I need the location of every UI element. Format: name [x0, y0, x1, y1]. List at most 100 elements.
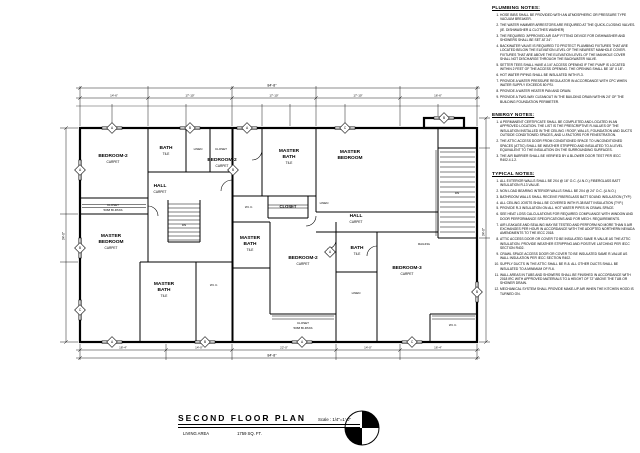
tag-letter: B	[189, 126, 191, 130]
room-label: CLOSET	[280, 204, 297, 209]
room-sub: TILE	[354, 252, 361, 256]
note-item: HOT WATER PIPING SHALL BE INSULATED WITH…	[500, 73, 636, 77]
tag-diamond: B	[199, 336, 211, 348]
room-sub: CARPET	[401, 272, 414, 276]
north-arrow-icon	[344, 410, 380, 446]
dimension-labels: 84'-8" 14'-6" 17'-10" 17'-10" 17'-10" 16…	[62, 84, 486, 358]
small-label: LINEN	[194, 147, 203, 151]
tag-diamond: C	[406, 336, 418, 348]
note-item: BACKWATER VALVE IS REQUIRED TO PROTECT P…	[500, 44, 636, 62]
tag-diamond: A	[106, 336, 118, 348]
energy-notes-section: ENERGY NOTES: A PERMANENT CERTIFICATE SH…	[492, 113, 636, 163]
tag-diamond: B	[184, 122, 196, 134]
room-sub: TILE	[286, 161, 293, 165]
sheet-title: SECOND FLOOR PLAN	[178, 413, 306, 423]
note-item: THE AIR BARRIER SHALL BE VERIFIED BY A B…	[500, 154, 636, 163]
room-sub: CARPET	[297, 262, 310, 266]
dim-label: 34'-0"	[482, 228, 486, 236]
room-label: HALL	[350, 213, 363, 219]
typical-notes-section: TYPICAL NOTES: ALL EXTERIOR WALLS SHALL …	[492, 172, 636, 296]
closet-doors	[82, 204, 475, 320]
door-swings	[147, 149, 378, 257]
room-label: BEDROOM	[337, 155, 362, 161]
tag-diamond: B	[227, 164, 239, 176]
plumbing-notes-list: HOSE BIBS SHALL BE PROVIDED WITH AN ATMO…	[492, 13, 636, 104]
note-item: PROVIDE A WATER PRESSURE REGULATOR IN AC…	[500, 79, 636, 88]
tag-letter: B	[232, 168, 234, 172]
room-label: MASTER	[340, 149, 361, 155]
note-item: CRAWL SPACE ACCESS DOOR OR COVER TO BE I…	[500, 252, 636, 261]
dim-label: 34'-0"	[62, 232, 66, 240]
tag-letter: A	[79, 168, 82, 172]
room-label: BATH	[283, 154, 297, 160]
note-item: THE ATTIC ACCESS DOOR FROM CONDITIONED S…	[500, 139, 636, 152]
tag-diamond: A	[324, 246, 336, 258]
room-sub: TILE	[163, 152, 170, 156]
room-labels: BEDROOM-2 CARPET BATH TILE BEDROOM-2 CAR…	[98, 145, 422, 298]
room-sub: CARPET	[105, 246, 118, 250]
small-label: CLOSET	[107, 203, 119, 207]
room-sub: CARPET	[107, 160, 120, 164]
dim-label: 22'-0"	[280, 346, 288, 350]
note-item: A PERMANENT CERTIFICATE SHALL BE COMPLET…	[500, 120, 636, 138]
living-area-label: LIVING AREA	[183, 430, 210, 436]
small-label: CLOSET	[215, 147, 227, 151]
plumbing-notes-section: PLUMBING NOTES: HOSE BIBS SHALL BE PROVI…	[492, 6, 636, 104]
tag-diamond: B	[471, 286, 483, 298]
title-rule	[178, 424, 360, 428]
plumbing-notes-heading: PLUMBING NOTES:	[492, 6, 541, 11]
small-label: DN	[455, 191, 459, 195]
dim-label: 17'-10"	[353, 94, 362, 98]
dim-label: 17'-10"	[269, 94, 278, 98]
window-tags: A B A C B A B C A B A C B A B	[74, 112, 483, 348]
note-item: THE WATER HAMMER ARRESTORS ARE REQUIRED …	[500, 23, 636, 32]
interior-walls	[80, 128, 477, 342]
room-label: HALL	[154, 183, 167, 189]
note-item: BATHROOM WALLS SHALL RECEIVE FIBERGLASS …	[500, 195, 636, 199]
tag-diamond: A	[106, 122, 118, 134]
room-label: BATH	[160, 145, 174, 151]
room-sub: TILE	[161, 294, 168, 298]
tag-letter: C	[411, 340, 414, 344]
tag-letter: B	[476, 290, 478, 294]
tag-diamond: A	[74, 164, 86, 176]
stairs-left	[168, 203, 200, 241]
room-label: BEDROOM	[98, 239, 123, 245]
small-label: RAILING	[418, 242, 431, 246]
tag-diamond: B	[74, 242, 86, 254]
small-label: LINEN	[352, 291, 361, 295]
room-sub: CARPET	[216, 164, 229, 168]
small-label: W.I.C.	[449, 323, 457, 327]
room-label: BEDROOM-2	[288, 255, 318, 261]
tag-letter: C	[344, 126, 347, 130]
room-label: MASTER	[240, 235, 261, 241]
dim-label: 16'-6"	[434, 94, 442, 98]
tag-letter: A	[111, 126, 114, 130]
dim-label: 14'-6"	[110, 94, 118, 98]
room-label: MASTER	[279, 148, 300, 154]
sheet-scale: Scale : 1/4"=1'-0"	[317, 417, 351, 422]
note-item: PROVIDE A WATER HEATER PAN AND DRAIN.	[500, 89, 636, 93]
room-label: BATH	[158, 287, 172, 293]
note-item: AIR LEAKAGE AND SEALING MAY BE TESTED AN…	[500, 223, 636, 236]
stairs-right	[435, 150, 475, 236]
note-item: ATTIC ACCESS DOOR OR COVER TO BE INSULAT…	[500, 237, 636, 250]
dim-label: 17'-10"	[185, 94, 194, 98]
note-item: WALL AREAS IN TUBS AND SHOWERS SHALL BE …	[500, 273, 636, 286]
dim-label: 84'-8"	[267, 84, 277, 88]
tag-diamond: A	[241, 122, 253, 134]
dim-label: 16'-4"	[434, 346, 442, 350]
energy-notes-list: A PERMANENT CERTIFICATE SHALL BE COMPLET…	[492, 120, 636, 163]
note-item: SETTER TEES SHALL HAVE A 1/4" ACCESS OPE…	[500, 63, 636, 72]
dimension-lines	[60, 86, 490, 360]
notes-column: PLUMBING NOTES: HOSE BIBS SHALL BE PROVI…	[492, 6, 636, 305]
small-label: LINEN	[320, 201, 329, 205]
tag-letter: C	[79, 308, 82, 312]
tag-letter: A	[111, 340, 114, 344]
note-item: PROVIDE R-3 INSULATION ON ALL HOT WATER …	[500, 206, 636, 210]
room-sub: CARPET	[154, 190, 167, 194]
note-item: SEE HEAT LOSS CALCULATIONS FOR REQUIRED …	[500, 212, 636, 221]
note-item: HOSE BIBS SHALL BE PROVIDED WITH AN ATMO…	[500, 13, 636, 22]
dim-label: 84'-8"	[267, 354, 277, 358]
